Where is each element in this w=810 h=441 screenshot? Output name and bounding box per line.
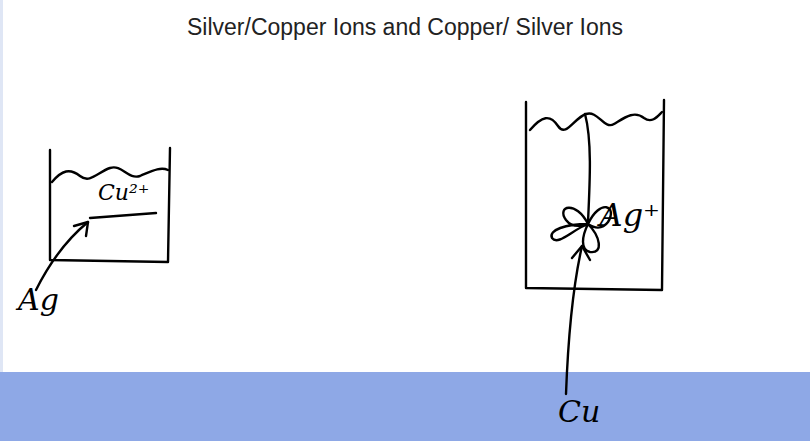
beaker: Cu²⁺ xyxy=(48,148,172,264)
water-surface xyxy=(52,167,168,182)
metal-label: Cu xyxy=(558,394,600,429)
leader-arrow xyxy=(566,246,582,394)
slide-edge xyxy=(0,0,3,372)
leader-arrow xyxy=(36,222,88,290)
arrow-head xyxy=(74,222,88,236)
silver-strip xyxy=(90,213,156,218)
wire xyxy=(585,114,590,222)
arrow-head xyxy=(572,246,590,260)
water-surface xyxy=(530,112,662,130)
beaker: Ag⁺ xyxy=(524,100,666,292)
ion-label: Ag⁺ xyxy=(600,196,660,234)
ion-label: Cu²⁺ xyxy=(98,180,149,205)
footer-band xyxy=(0,372,810,441)
beaker-outline xyxy=(48,148,172,264)
slide-title: Silver/Copper Ions and Copper/ Silver Io… xyxy=(0,14,810,41)
metal-label: Ag xyxy=(18,282,59,317)
